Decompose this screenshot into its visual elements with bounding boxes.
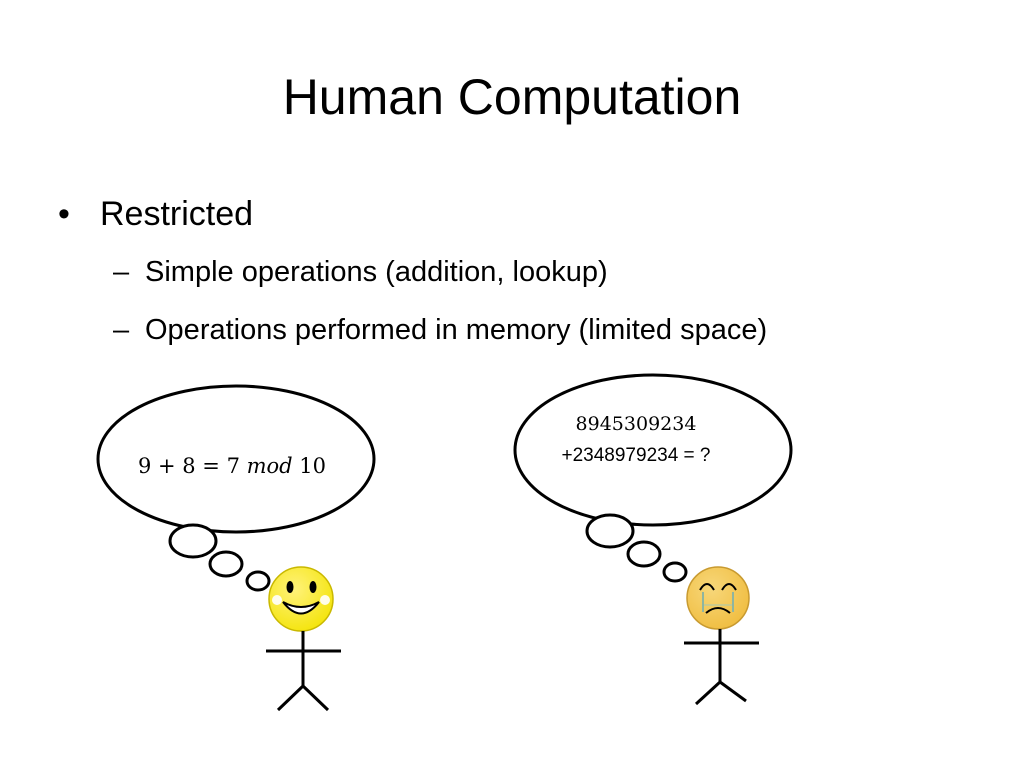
right-bubble-dot-large xyxy=(585,513,635,549)
sub-bullet-item-simple-operations: – Simple operations (addition, lookup) xyxy=(113,252,998,292)
expression-main: 9 + 8 = 7 xyxy=(138,454,247,478)
dash-marker: – xyxy=(113,314,130,346)
left-thought-bubble: 9 + 8 = 7 mod 10 xyxy=(96,384,376,592)
sub-bullet-item-memory-operations: – Operations performed in memory (limite… xyxy=(113,310,998,350)
expression-mod: mod xyxy=(247,454,293,478)
left-bubble-dot-small xyxy=(245,570,271,592)
smiley-face-icon xyxy=(268,566,334,632)
right-number-bottom: +2348979234 = ? xyxy=(562,445,711,466)
right-bubble-dot-medium xyxy=(626,540,662,568)
bullet-item-restricted: • Restricted xyxy=(58,190,998,238)
left-bubble-dot-medium xyxy=(208,550,244,578)
sub-bullet-text: Simple operations (addition, lookup) xyxy=(145,256,608,288)
sub-bullet-text: Operations performed in memory (limited … xyxy=(145,314,768,346)
left-expression: 9 + 8 = 7 mod 10 xyxy=(138,454,326,478)
bullet-marker: • xyxy=(58,195,70,233)
right-bubble-cloud xyxy=(513,373,793,527)
right-number-top: 8945309234 xyxy=(576,413,697,435)
sad-stick-figure xyxy=(684,566,759,706)
happy-stick-figure xyxy=(266,566,341,712)
right-bubble-dot-small xyxy=(662,561,688,583)
bullet-list: • Restricted – Simple operations (additi… xyxy=(58,190,998,350)
expression-tail: 10 xyxy=(293,454,326,478)
bullet-text: Restricted xyxy=(100,195,254,233)
crying-face-icon xyxy=(686,566,750,630)
slide-title: Human Computation xyxy=(282,69,742,125)
right-thought-bubble: 8945309234 +2348979234 = ? xyxy=(513,373,793,583)
left-bubble-dot-large xyxy=(168,523,218,559)
left-bubble-cloud xyxy=(96,384,376,534)
dash-marker: – xyxy=(113,256,130,288)
